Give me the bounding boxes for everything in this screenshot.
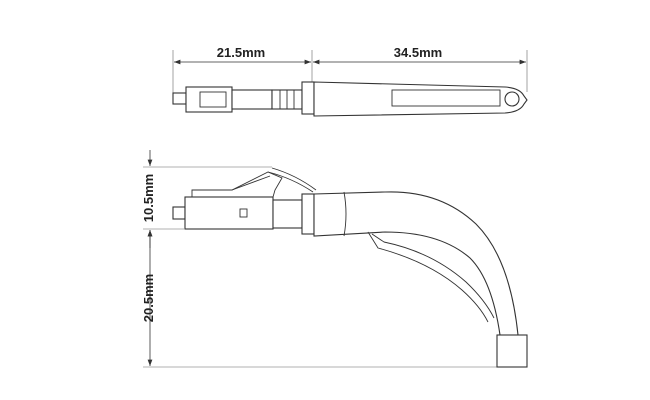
side-housing-window: [239, 208, 248, 218]
top-boot: [313, 81, 528, 117]
top-boot-end-ring: [504, 91, 520, 107]
side-collar: [301, 193, 315, 235]
top-boot-slot: [391, 89, 501, 107]
top-ferrule-tip: [172, 92, 187, 105]
top-left-dimension-label: 21.5mm: [217, 45, 265, 60]
side-curved-boot: [313, 191, 519, 336]
side-boot-groove-outer: [367, 231, 489, 323]
side-ferrule-tip: [172, 206, 186, 220]
side-latch-inner-line: [231, 175, 271, 191]
side-view: 10.5mm 20.5mm: [141, 150, 528, 368]
top-front-housing: [185, 86, 233, 113]
side-upper-dimension-label: 10.5mm: [141, 174, 156, 222]
top-collar: [301, 81, 315, 115]
side-latch-arm: [267, 171, 314, 193]
top-housing-window: [199, 91, 227, 108]
side-boot-seam: [343, 191, 347, 237]
side-front-housing: [184, 196, 274, 230]
top-right-dimension-label: 34.5mm: [394, 45, 442, 60]
top-mid-housing: [231, 89, 273, 110]
side-lower-dimension-label: 20.5mm: [141, 274, 156, 322]
side-latch-arm-outer: [271, 167, 317, 191]
top-view: 21.5mm 34.5mm: [172, 45, 528, 117]
side-boot-groove-inner: [371, 233, 495, 319]
side-boot-end-cap: [496, 334, 528, 368]
side-latch-lever: [191, 171, 283, 198]
side-rear-housing: [272, 199, 303, 229]
